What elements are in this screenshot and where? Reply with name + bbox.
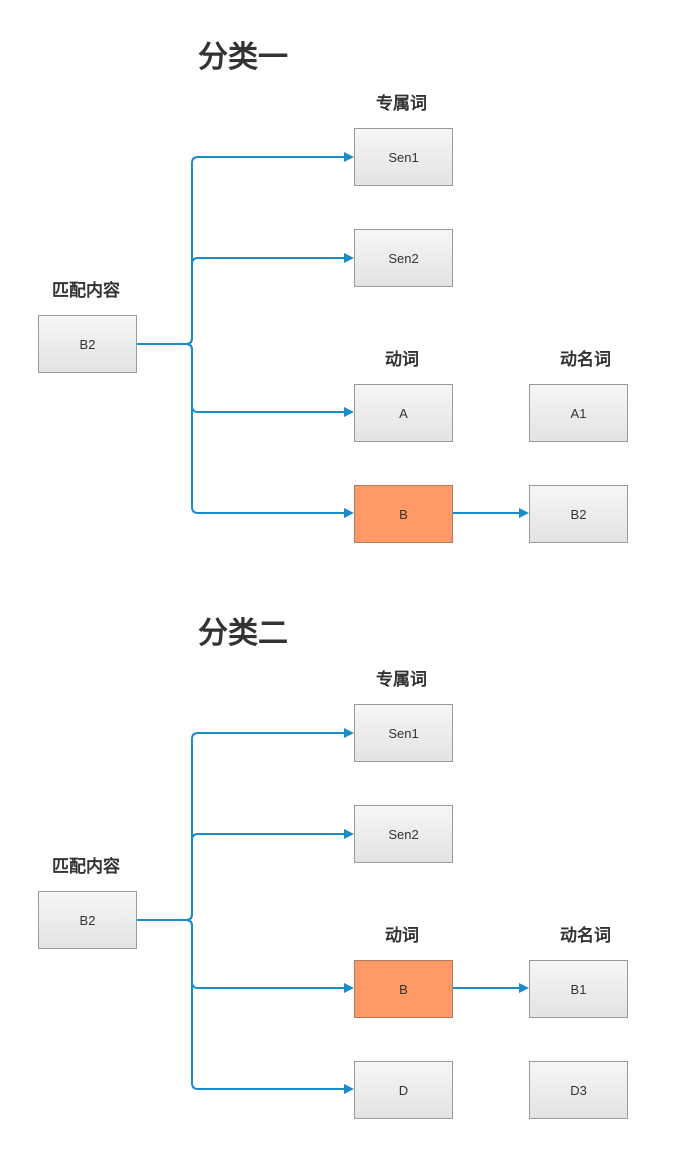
exclusive-words-header: 专属词 [376, 670, 427, 689]
verb-node[interactable]: D [354, 1061, 453, 1119]
connector-lines [137, 728, 529, 1094]
match-content-header: 匹配内容 [52, 857, 120, 876]
exclusive-word-node[interactable]: Sen2 [354, 805, 453, 863]
verb-node-highlighted[interactable]: B [354, 960, 453, 1018]
connector-lines [137, 152, 529, 518]
exclusive-word-node[interactable]: Sen2 [354, 229, 453, 287]
verbal-noun-node[interactable]: B1 [529, 960, 628, 1018]
verb-node[interactable]: A [354, 384, 453, 442]
connector-source-to-verb-1 [137, 343, 354, 417]
exclusive-word-node[interactable]: Sen1 [354, 128, 453, 186]
connector-source-to-exclusive-1 [137, 152, 354, 345]
connector-source-to-exclusive-2 [137, 253, 354, 345]
verbal-noun-node[interactable]: A1 [529, 384, 628, 442]
verbs-header: 动词 [385, 350, 419, 369]
connector-source-to-verb-2 [137, 919, 354, 1094]
connector-source-to-exclusive-1 [137, 728, 354, 921]
verbal-nouns-header: 动名词 [560, 350, 611, 369]
category-section-1: 分类一 匹配内容 专属词 动词 动名词 B2 Sen1 Sen2 A B A1 … [0, 0, 678, 576]
exclusive-word-node[interactable]: Sen1 [354, 704, 453, 762]
verbal-noun-node[interactable]: D3 [529, 1061, 628, 1119]
verb-node-highlighted[interactable]: B [354, 485, 453, 543]
verbal-noun-node[interactable]: B2 [529, 485, 628, 543]
section-title: 分类一 [198, 41, 288, 74]
connector-source-to-verb-1 [137, 919, 354, 993]
connector-source-to-verb-2 [137, 343, 354, 518]
connector-source-to-exclusive-2 [137, 829, 354, 921]
verbal-nouns-header: 动名词 [560, 926, 611, 945]
section-title: 分类二 [198, 617, 288, 650]
source-node[interactable]: B2 [38, 891, 137, 949]
source-node[interactable]: B2 [38, 315, 137, 373]
category-section-2: 分类二 匹配内容 专属词 动词 动名词 B2 Sen1 Sen2 B D B1 … [0, 576, 678, 1152]
verbs-header: 动词 [385, 926, 419, 945]
exclusive-words-header: 专属词 [376, 94, 427, 113]
match-content-header: 匹配内容 [52, 281, 120, 300]
